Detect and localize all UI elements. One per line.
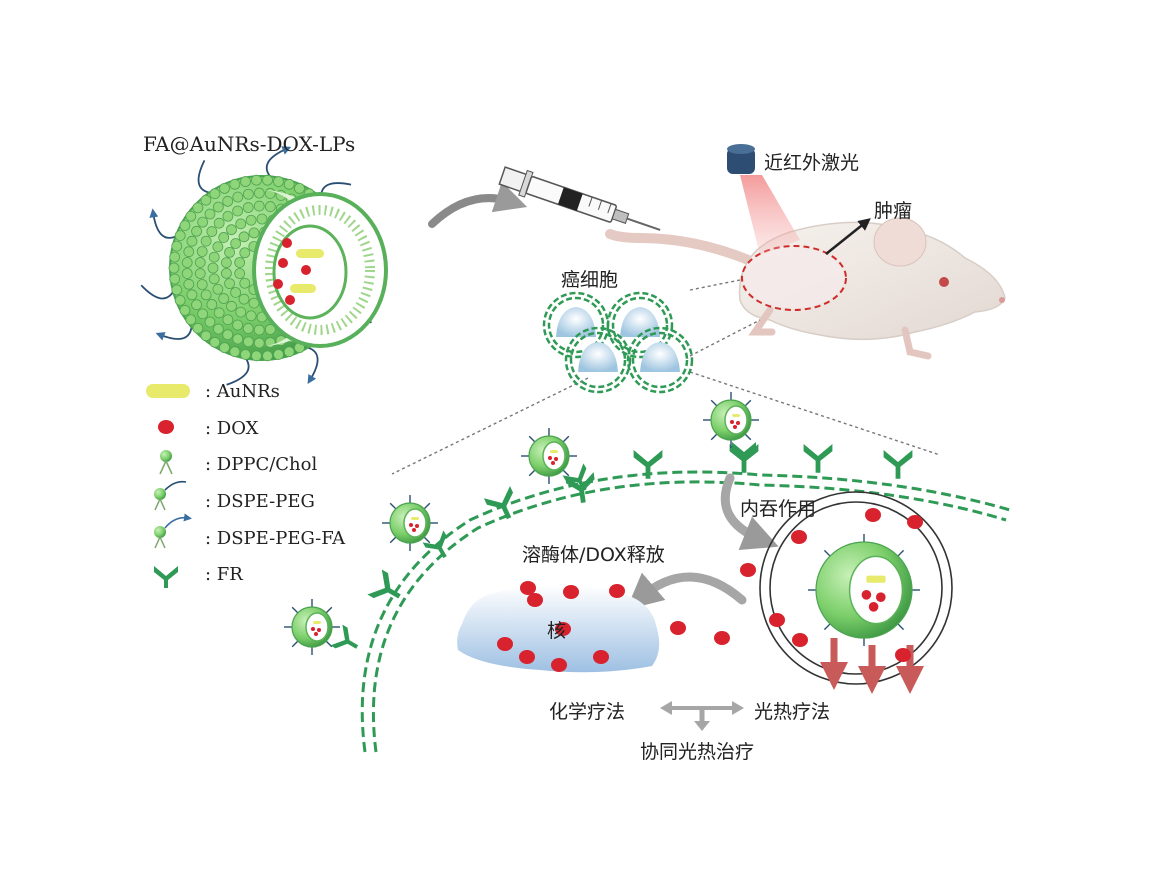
release-arrow: [626, 572, 747, 610]
legend-label-dppc-chol: : DPPC/Chol: [205, 454, 318, 475]
liposome-large: [140, 146, 388, 386]
legend-label-fr: : FR: [205, 564, 243, 585]
photothermal-label: 光热疗法: [754, 701, 831, 723]
legend-label-dspe-peg: : DSPE-PEG: [205, 491, 315, 512]
liposome-title: FA@AuNRs-DOX-LPs: [143, 132, 356, 156]
aunr-rod-icon: [146, 384, 190, 398]
dox-dots: [497, 508, 923, 672]
laser-beam: [740, 175, 800, 255]
syringe: [498, 166, 661, 231]
endocytosis-label: 内吞作用: [740, 498, 817, 520]
synergy-label: 协同光热治疗: [640, 741, 755, 763]
folate-receptor-icon: [154, 566, 178, 588]
legend-label-aunrs: : AuNRs: [205, 381, 280, 402]
injection-arrow: [428, 181, 528, 228]
laser-icon: [727, 144, 755, 174]
endosome: [759, 491, 953, 685]
dox-dot-icon: [158, 420, 174, 434]
legend-label-dox: : DOX: [205, 418, 259, 439]
lysosome-release-label: 溶酶体/DOX释放: [522, 544, 665, 566]
laser-label: 近红外激光: [764, 152, 860, 174]
nucleus-label: 核: [547, 620, 567, 642]
chemotherapy-label: 化学疗法: [549, 701, 626, 723]
dspe-peg-fa-lipid-icon: [154, 513, 192, 549]
endocytosis-arrow: [720, 473, 779, 551]
cancer-cells-label: 癌细胞: [561, 269, 619, 291]
dspe-peg-lipid-icon: [154, 480, 187, 511]
tumor-outline: [741, 245, 847, 311]
tumor-label: 肿瘤: [874, 200, 913, 222]
heat-arrows: [820, 638, 924, 694]
therapy-arrows: [660, 701, 744, 731]
cancer-cell-cluster: [542, 291, 694, 394]
small-liposomes: [284, 392, 759, 655]
dppc-chol-lipid-icon: [159, 450, 173, 475]
cell-membrane: [360, 470, 1011, 753]
legend-label-dspe-peg-fa: : DSPE-PEG-FA: [205, 528, 346, 549]
tumor-pointer-arrow: [825, 218, 871, 255]
legend: [146, 384, 192, 588]
mouse: [605, 217, 1006, 360]
